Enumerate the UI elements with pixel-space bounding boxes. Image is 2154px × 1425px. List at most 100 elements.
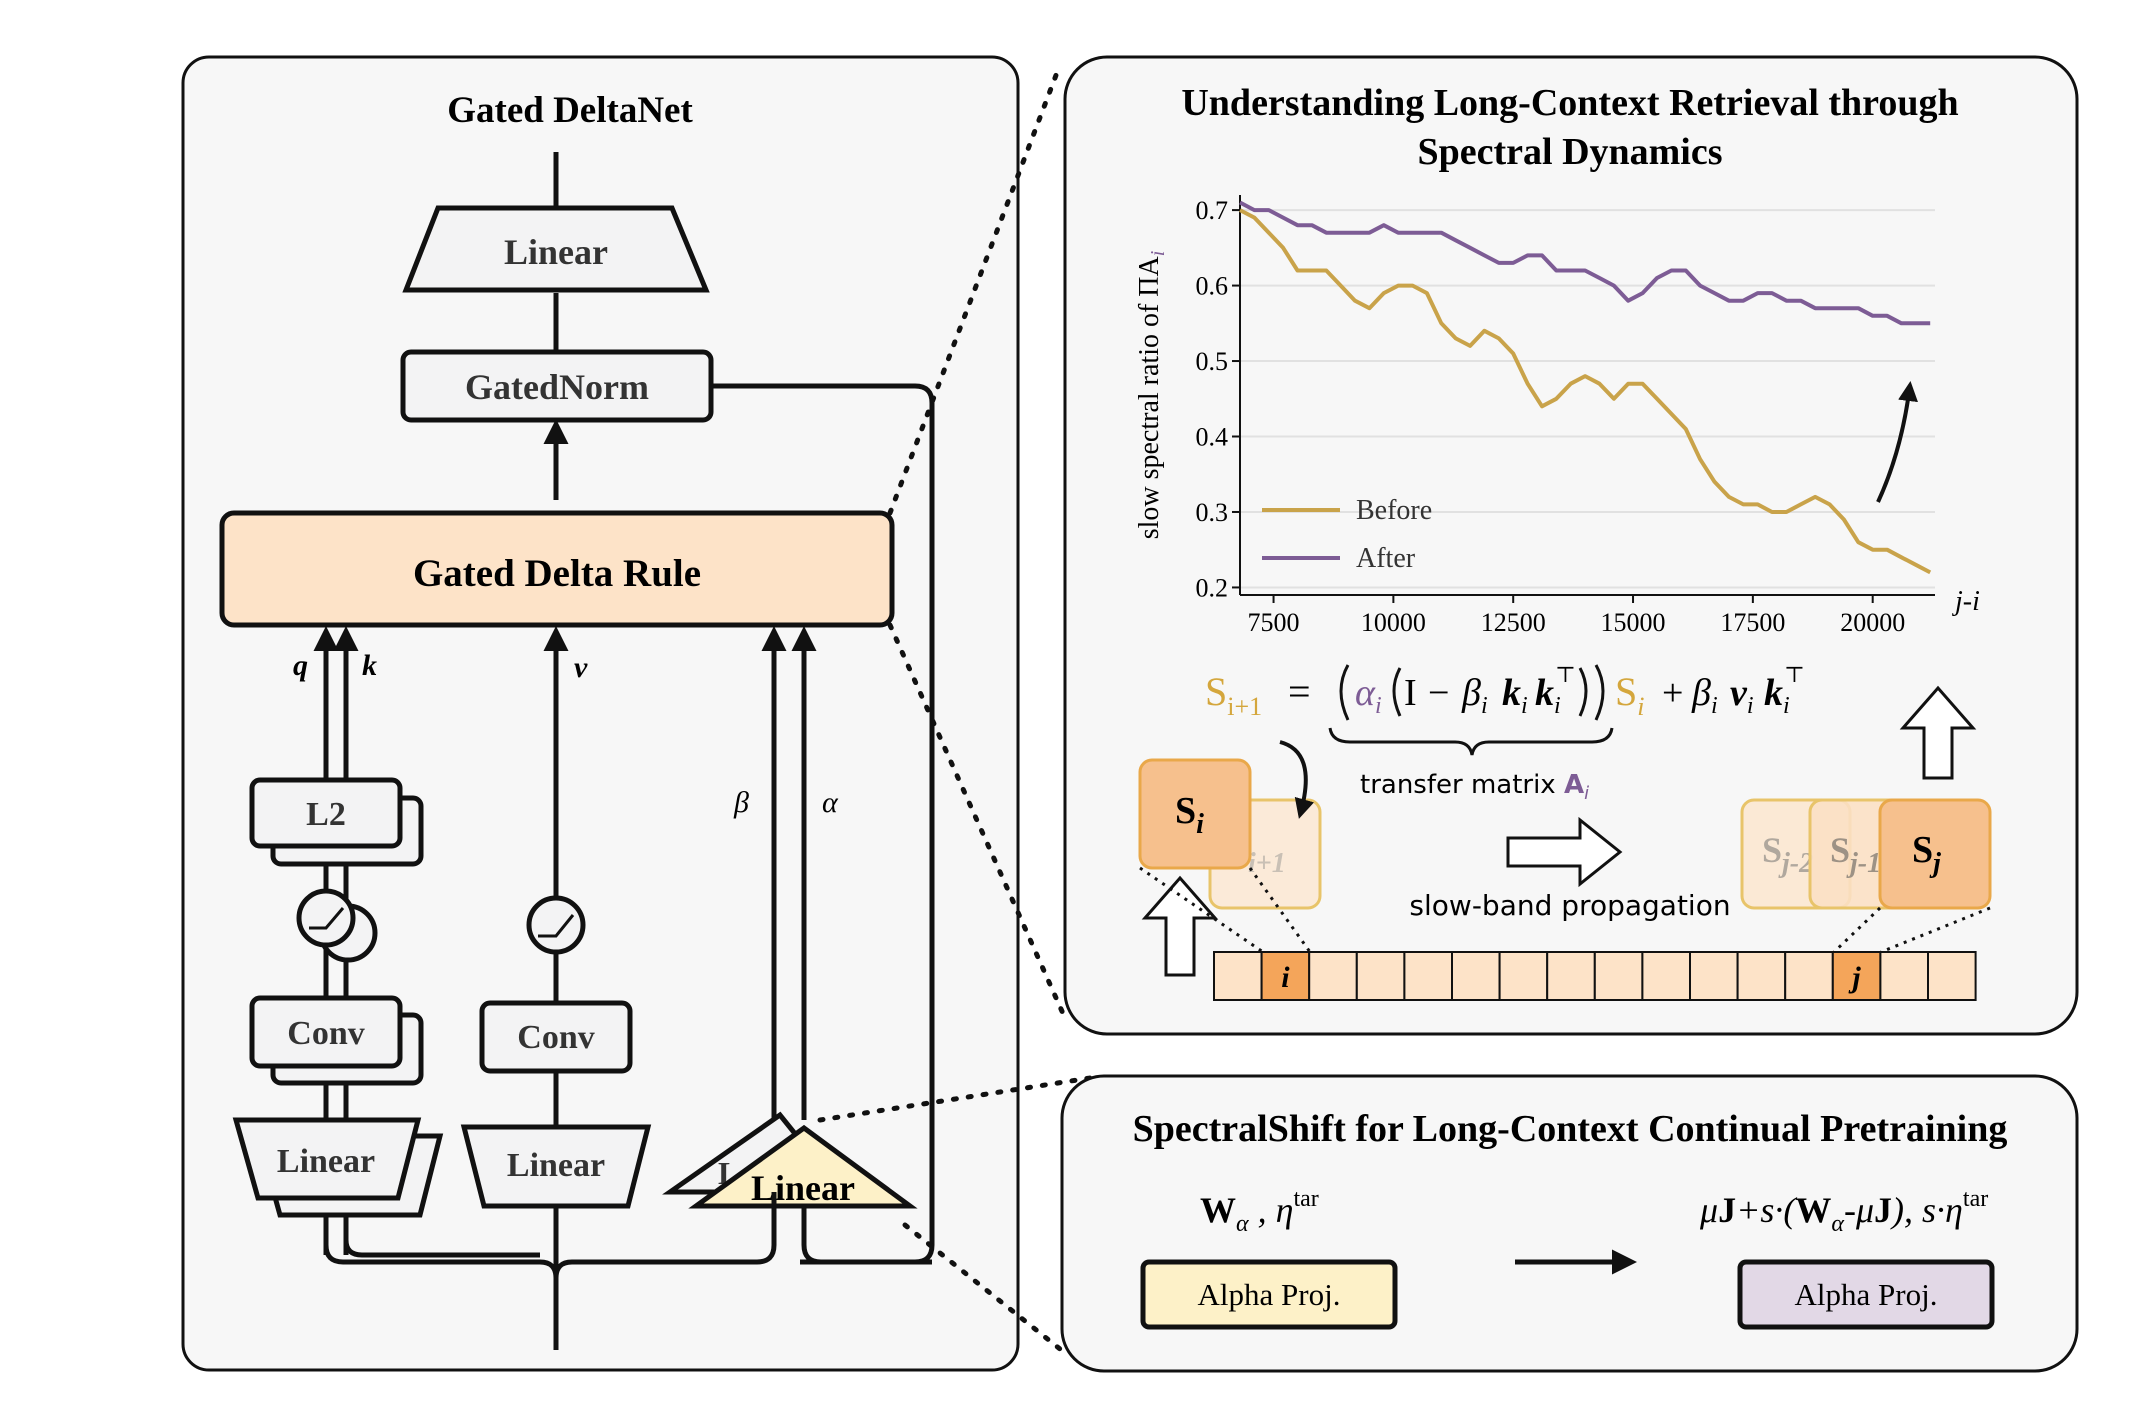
token-cell <box>1641 951 1692 1001</box>
token-i-label: i <box>1281 961 1290 994</box>
y-axis-label: slow spectral ratio of ΠAi <box>1134 251 1169 540</box>
left-formula-W: W <box>1200 1190 1236 1230</box>
activation-left <box>296 888 378 963</box>
up-arrow-left <box>1141 875 1219 977</box>
alpha-proj-before-label: Alpha Proj. <box>1198 1277 1341 1312</box>
conv-left-label: Conv <box>287 1015 364 1052</box>
svg-text:ki: ki <box>1502 672 1528 719</box>
x-tick-label: 20000 <box>1840 608 1905 637</box>
sj2-sub: j-2 <box>1778 848 1813 879</box>
token-cell <box>1451 951 1501 1001</box>
y-tick-label: 0.2 <box>1196 573 1229 602</box>
svg-text:βi: βi <box>1691 672 1718 719</box>
right-formula-c: -μ <box>1844 1190 1874 1230</box>
linear-right-label: Linear <box>751 1168 855 1208</box>
y-tick-label: 0.5 <box>1196 347 1229 376</box>
y-tick-label: 0.3 <box>1196 498 1229 527</box>
linear-mid-block: Linear <box>460 1124 652 1209</box>
right-arrow-middle <box>1506 816 1623 888</box>
si-sub: i <box>1196 809 1204 840</box>
eq-beta: β <box>1461 672 1481 714</box>
linear-top-block: Linear <box>402 205 710 293</box>
eq-lhs-sub: i+1 <box>1227 692 1262 721</box>
svg-text:vi: vi <box>1730 672 1754 719</box>
gated-norm-label: GatedNorm <box>465 367 649 407</box>
spectralshift-panel: SpectralShift for Long-Context Continual… <box>1060 1074 2079 1373</box>
svg-text:βi: βi <box>1461 672 1488 719</box>
brace-label: transfer matrix <box>1360 770 1564 800</box>
improvement-arrow <box>1876 381 1918 503</box>
eq-alpha-sub: i <box>1375 693 1382 719</box>
token-cell <box>1879 951 1930 1001</box>
recurrence-equation: Si+1 = αi I − βi ki ki ⊤ Si + βi vi ki ⊤… <box>1205 662 1805 804</box>
svg-text:Si+1: Si+1 <box>1205 669 1262 721</box>
state-sj: Sj <box>1878 798 1992 910</box>
si-update-arrow <box>1279 740 1315 819</box>
eq-transpose2: ⊤ <box>1784 662 1805 687</box>
eq-v-sub: i <box>1747 693 1754 719</box>
eq-k2-sub: i <box>1554 693 1561 719</box>
dotted-connectors <box>817 67 1093 1356</box>
sj1-sub: j-1 <box>1846 848 1881 879</box>
top-right-panel-frame <box>1063 55 2079 1036</box>
eq-minus: − <box>1428 672 1449 714</box>
token-cell <box>1546 951 1596 1001</box>
legend-label: After <box>1356 543 1416 574</box>
up-arrow-right <box>1899 685 1977 780</box>
token-cell <box>1784 951 1834 1001</box>
legend-label: Before <box>1356 495 1432 526</box>
beta-label: β <box>733 786 749 819</box>
svg-text:transfer matrix Ai: transfer matrix Ai <box>1360 770 1589 804</box>
eq-s-term-sub: i <box>1637 692 1644 721</box>
eq-s-term: S <box>1615 669 1637 714</box>
alpha-proj-after: Alpha Proj. <box>1737 1259 1995 1330</box>
linear-mid-label: Linear <box>507 1147 605 1184</box>
svg-text:αi: αi <box>1355 672 1382 719</box>
linear-right-block: L Linear <box>662 1111 918 1209</box>
alpha-proj-after-label: Alpha Proj. <box>1795 1277 1938 1312</box>
linear-left-label: Linear <box>277 1143 375 1180</box>
right-formula-b: +s·( <box>1736 1190 1797 1230</box>
svg-text:Sj-1: Sj-1 <box>1830 830 1881 879</box>
right-formula-J: J <box>1718 1190 1736 1230</box>
eq-equals: = <box>1288 669 1311 714</box>
token-j-label: j <box>1848 961 1861 994</box>
eq-transpose: ⊤ <box>1555 662 1576 687</box>
left-formula: Wα , ηtar <box>1200 1186 1319 1237</box>
left-formula-sub: α <box>1236 1211 1249 1237</box>
eq-k1-sub: i <box>1521 693 1528 719</box>
alpha-proj-before: Alpha Proj. <box>1140 1259 1398 1330</box>
token-cell <box>1355 951 1406 1001</box>
v-label: v <box>574 651 588 684</box>
y-tick-label: 0.6 <box>1196 272 1229 301</box>
gated-delta-rule-block: Gated Delta Rule <box>219 510 895 628</box>
eq-beta2-sub: i <box>1711 693 1718 719</box>
top-right-title-line1: Understanding Long-Context Retrieval thr… <box>1181 82 1958 124</box>
x-tick-label: 10000 <box>1361 608 1426 637</box>
eq-alpha: α <box>1355 672 1376 714</box>
linear-top-label: Linear <box>504 232 608 272</box>
token-cell <box>1927 951 1977 1001</box>
token-cell <box>1403 951 1454 1001</box>
brace-label-A: A <box>1564 770 1584 800</box>
state-si: Si <box>1138 758 1252 870</box>
right-formula-sup: tar <box>1963 1186 1988 1212</box>
eq-plus: + <box>1662 672 1683 714</box>
x-tick-label: 7500 <box>1248 608 1300 637</box>
linear-left-block: Linear <box>232 1117 444 1218</box>
eq-k2: k <box>1535 672 1554 714</box>
propagation-label: slow-band propagation <box>1409 889 1730 922</box>
l2-norm-block: L2 <box>249 777 424 867</box>
eq-k1: k <box>1502 672 1521 714</box>
right-formula-sub: α <box>1831 1211 1844 1237</box>
eq-v: v <box>1730 672 1748 714</box>
right-formula-a: μ <box>1699 1190 1718 1230</box>
conv-left-block: Conv <box>249 995 424 1086</box>
sj2-label: S <box>1762 830 1782 870</box>
right-formula: μJ+s·(Wα-μJ), s·ηtar <box>1699 1186 1988 1237</box>
svg-text:Si: Si <box>1175 790 1204 840</box>
conv-mid-label: Conv <box>517 1019 594 1056</box>
gated-delta-rule-label: Gated Delta Rule <box>413 552 701 595</box>
